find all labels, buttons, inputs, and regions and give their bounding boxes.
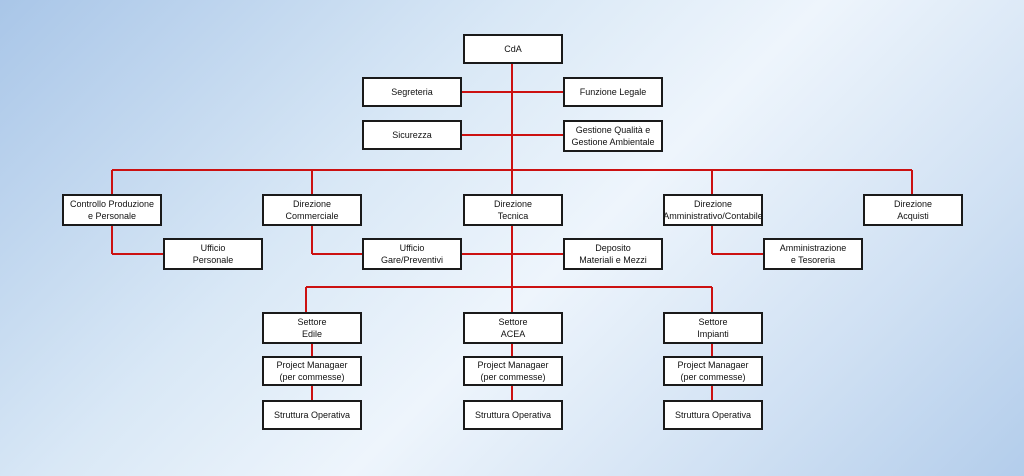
node-direzione-tecnica: Direzione Tecnica	[463, 194, 563, 226]
node-settore-impianti: Settore Impianti	[663, 312, 763, 344]
node-struttura-edile: Struttura Operativa	[262, 400, 362, 430]
node-settore-acea: Settore ACEA	[463, 312, 563, 344]
node-pm-impianti: Project Managaer (per commesse)	[663, 356, 763, 386]
node-funzione-legale: Funzione Legale	[563, 77, 663, 107]
node-direzione-acquisti: Direzione Acquisti	[863, 194, 963, 226]
node-sicurezza: Sicurezza	[362, 120, 462, 150]
node-deposito: Deposito Materiali e Mezzi	[563, 238, 663, 270]
node-segreteria: Segreteria	[362, 77, 462, 107]
node-settore-edile: Settore Edile	[262, 312, 362, 344]
node-ufficio-personale: Ufficio Personale	[163, 238, 263, 270]
node-pm-edile: Project Managaer (per commesse)	[262, 356, 362, 386]
node-direzione-commerciale: Direzione Commerciale	[262, 194, 362, 226]
node-pm-acea: Project Managaer (per commesse)	[463, 356, 563, 386]
node-direzione-amministrativo: Direzione Amministrativo/Contabile	[663, 194, 763, 226]
node-gestione-qualita: Gestione Qualità e Gestione Ambientale	[563, 120, 663, 152]
node-controllo-produzione: Controllo Produzione e Personale	[62, 194, 162, 226]
node-cda: CdA	[463, 34, 563, 64]
node-struttura-acea: Struttura Operativa	[463, 400, 563, 430]
node-amministrazione-tesoreria: Amministrazione e Tesoreria	[763, 238, 863, 270]
node-struttura-impianti: Struttura Operativa	[663, 400, 763, 430]
node-ufficio-gare: Ufficio Gare/Preventivi	[362, 238, 462, 270]
